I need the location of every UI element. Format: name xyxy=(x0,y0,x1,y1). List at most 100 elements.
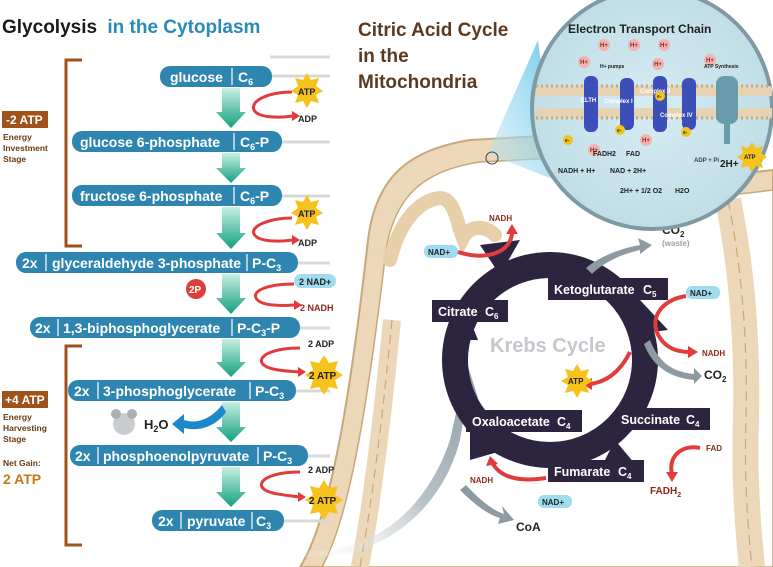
step-pep-name: phosphoenolpyruvate xyxy=(103,448,249,464)
two-adp-label-2: 2 ADP xyxy=(308,465,334,475)
svg-text:P-C3-P: P-C3-P xyxy=(237,320,280,338)
krebs-red-arrow-right xyxy=(653,294,691,354)
etc-two-h: 2H+ xyxy=(720,159,739,170)
investment-desc-3: Stage xyxy=(3,154,26,164)
adp-label-2: ADP xyxy=(298,238,317,248)
harvest-bracket xyxy=(64,344,82,547)
harvest-badge xyxy=(2,391,48,408)
coa-label: CoA xyxy=(516,520,541,534)
investment-badge xyxy=(2,111,48,128)
krebs-atp-star: ATP xyxy=(561,364,593,398)
krebs-red-arrow-right-head xyxy=(688,346,698,358)
step-pyruvate-name: pyruvate xyxy=(187,513,246,529)
svg-text:Complex I: Complex I xyxy=(604,99,633,105)
two-adp-label-1: 2 ADP xyxy=(308,339,334,349)
etc-nadh-reaction: NADH + H+ xyxy=(558,168,595,175)
etc-nad-reaction: NAD + 2H+ xyxy=(610,168,646,175)
etc-atp-synthesis-label: ATP Synthesis xyxy=(704,64,739,70)
green-arrow xyxy=(216,88,246,128)
co2-waste-arrow xyxy=(586,238,652,274)
svg-text:Citrate: Citrate xyxy=(438,305,478,319)
krebs-nad-bubble-top xyxy=(424,245,458,258)
two-p-circle xyxy=(186,279,206,299)
co2-arrow-right xyxy=(644,340,702,384)
nad-to-nadh-arrow xyxy=(254,282,295,307)
krebs-cycle-label: Krebs Cycle xyxy=(490,335,606,357)
node-citrate: Citrate C6 xyxy=(432,300,508,322)
svg-text:H+: H+ xyxy=(660,43,668,49)
svg-text:H+: H+ xyxy=(580,60,588,66)
svg-text:H+: H+ xyxy=(642,138,650,144)
svg-text:e-: e- xyxy=(565,138,570,144)
harvest-desc-2: Harvesting xyxy=(3,423,47,433)
krebs-red-arrow-top-head xyxy=(506,224,518,234)
svg-text:Ketoglutarate: Ketoglutarate xyxy=(554,283,635,297)
two-p-label: 2P xyxy=(189,285,202,296)
adp-to-atp-arrow-1 xyxy=(259,346,301,374)
step-phosphoenolpyruvate: 2x phosphoenolpyruvate P-C3 xyxy=(70,445,330,466)
step-3pg-prefix: 2x xyxy=(74,383,90,399)
etc-atp-star: ATP xyxy=(737,142,767,172)
investment-desc-2: Investment xyxy=(3,143,48,153)
two-nad-label: 2 NAD+ xyxy=(299,277,331,287)
red-arrow-heads xyxy=(292,111,306,502)
step-glucose-6-phosphate: glucose 6-phosphate C6-P xyxy=(72,131,330,152)
step-glyceraldehyde-3-phosphate: 2x glyceraldehyde 3-phosphate P-C3 xyxy=(16,252,330,273)
green-arrow xyxy=(216,274,246,314)
nad-bubble xyxy=(294,274,336,288)
atp-star-4: 2 ATP xyxy=(305,480,343,520)
harvest-desc-1: Energy xyxy=(3,412,32,422)
krebs-nad-bubble-right xyxy=(686,286,720,299)
krebs-fadh2: FADH2 xyxy=(650,486,681,499)
water-label: H2O xyxy=(144,417,169,434)
svg-text:Fumarate: Fumarate xyxy=(554,465,610,479)
glycolysis-red-arrows xyxy=(252,90,301,499)
net-gain-value: 2 ATP xyxy=(3,471,41,487)
svg-text:Complex IV: Complex IV xyxy=(660,113,693,119)
svg-text:Complex II: Complex II xyxy=(640,89,671,95)
step-3-phosphoglycerate: 2x 3-phosphoglycerate P-C3 xyxy=(68,380,330,401)
svg-text:P-C3: P-C3 xyxy=(252,255,281,273)
harvest-label: +4 ATP xyxy=(5,393,45,407)
two-nadh-label: 2 NADH xyxy=(300,303,334,313)
step-13-biphosphoglycerate: 2x 1,3-biphosphoglycerate P-C3-P xyxy=(30,317,330,338)
krebs-nadh-right: NADH xyxy=(702,349,725,358)
svg-text:ELTH: ELTH xyxy=(581,98,596,104)
co2-label-right: CO2 xyxy=(704,368,727,384)
svg-text:e-: e- xyxy=(617,128,622,134)
svg-text:ATP: ATP xyxy=(568,377,584,386)
node-succinate: Succinate C4 xyxy=(616,408,710,430)
step-g6p-name: glucose 6-phosphate xyxy=(80,134,220,150)
adp-to-atp-arrow-2 xyxy=(259,470,301,499)
node-ketoglutarate: Ketoglutarate C5 xyxy=(548,278,668,300)
green-arrow xyxy=(216,207,246,249)
atp-to-adp-arrow-1 xyxy=(252,90,293,119)
step-f6p-name: fructose 6-phosphate xyxy=(80,188,223,204)
step-g3p-prefix: 2x xyxy=(22,255,38,271)
etc-h-plus-markers: H+ H+ H+ H+ H+ H+ H+ H+ xyxy=(578,39,716,156)
svg-text:ATP: ATP xyxy=(298,87,315,97)
co2-waste-label: (waste) xyxy=(662,239,690,248)
atp-star-3: 2 ATP xyxy=(305,355,343,395)
etc-title: Electron Transport Chain xyxy=(568,22,711,36)
svg-text:ATP: ATP xyxy=(744,155,756,161)
glycolysis-title-part2: in the Cytoplasm xyxy=(107,17,260,38)
step-pep-prefix: 2x xyxy=(75,448,91,464)
krebs-red-arrow-bottom-head xyxy=(486,456,498,466)
svg-text:e-: e- xyxy=(657,94,662,100)
svg-text:H+: H+ xyxy=(600,43,608,49)
svg-text:Succinate: Succinate xyxy=(621,413,680,427)
step-pyruvate: 2x pyruvate C3 xyxy=(152,510,330,531)
step-bpg-name: 1,3-biphosphoglycerate xyxy=(63,320,220,336)
krebs-nad-bottom: NAD+ xyxy=(542,498,564,507)
citric-title-line2: in the xyxy=(358,46,409,67)
svg-text:H+: H+ xyxy=(590,148,598,154)
krebs-fad: FAD xyxy=(706,444,722,453)
svg-text:ATP: ATP xyxy=(298,209,315,219)
water-molecule-icon xyxy=(111,409,137,435)
node-fumarate: Fumarate C4 xyxy=(548,460,644,482)
glycolysis-arrows xyxy=(216,88,246,507)
krebs-red-arrow-bottom xyxy=(490,460,547,482)
atp-to-adp-arrow-2 xyxy=(252,216,293,243)
